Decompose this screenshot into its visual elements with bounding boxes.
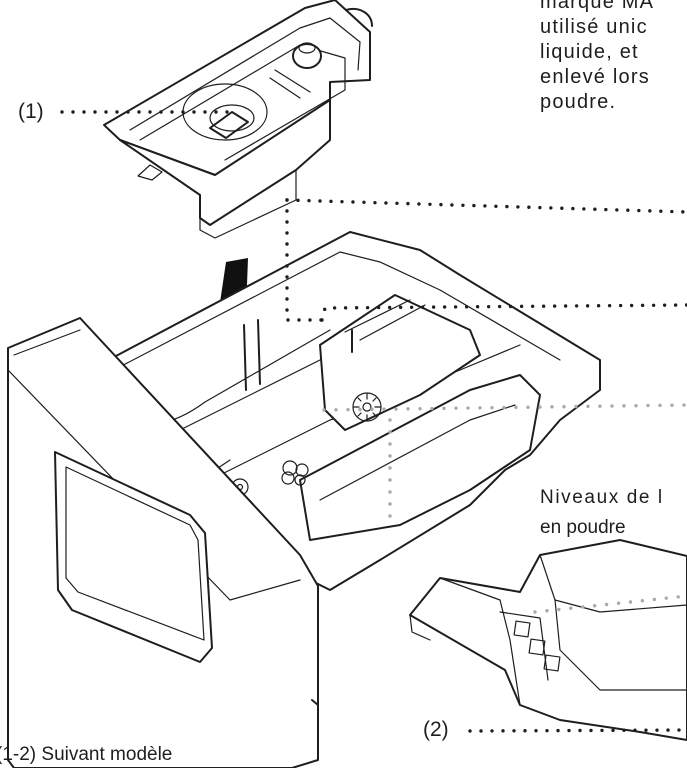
powder-level-scoop [409,539,687,741]
flower-symbol-icon [352,392,382,422]
callout-1-label: (1) [18,100,44,123]
leader-lines-grey [322,403,687,614]
callout-2-label: (2) [423,718,449,741]
side-note-line: marqué MA [540,0,655,13]
powder-levels-label-line1: Niveaux de l [540,487,664,508]
leader-lines-dark [60,110,687,733]
side-note-line: enlevé lors [540,66,650,88]
liquid-detergent-insert [103,0,373,239]
side-note-line: utilisé unic [540,16,648,38]
footnote: (1-2) Suivant modèle [0,744,173,765]
side-note-line: liquide, et [540,41,639,63]
side-note: marqué MA utilisé unic liquide, et enlev… [540,0,654,115]
dispenser-drawer [7,231,601,768]
powder-levels-label-line2: en poudre [540,517,626,538]
level-cups [281,460,309,486]
side-note-line: poudre. [540,91,617,113]
